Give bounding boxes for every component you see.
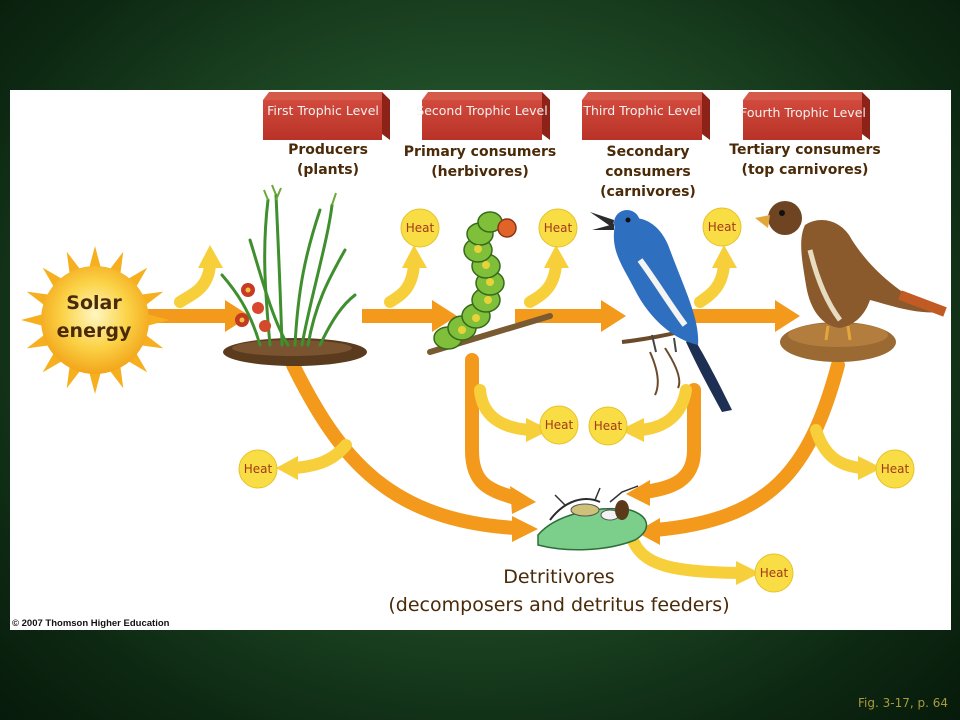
trophic-level-label: Third Trophic Level xyxy=(582,103,700,118)
sun-ray xyxy=(88,369,102,394)
trophic-level-label: Second Trophic Level xyxy=(416,103,547,118)
heat-label: Heat xyxy=(708,220,737,234)
heat-label: Heat xyxy=(594,419,623,433)
arrow-carnivores-to-detritivores xyxy=(638,383,701,499)
heat-circle: Heat xyxy=(588,406,628,446)
trophic-level-box-4: Fourth Trophic Level xyxy=(740,92,870,140)
heat-circle: Heat xyxy=(875,449,915,489)
arrow-carnivores-to-top-carnivores xyxy=(685,309,777,323)
level-name-producers-sub: (plants) xyxy=(297,162,359,178)
figure-caption: Fig. 3-17, p. 64 xyxy=(858,696,948,710)
heat-circle: Heat xyxy=(400,208,440,248)
diagram-panel: First Trophic Level Second Trophic Level… xyxy=(10,90,951,630)
plants-illustration xyxy=(220,184,367,366)
caterpillar-illustration xyxy=(427,211,553,355)
trophic-level-label: First Trophic Level xyxy=(267,103,379,118)
trophic-level-box-2: Second Trophic Level xyxy=(416,92,550,140)
heat-circle: Heat xyxy=(238,449,278,489)
level-name-secondary-sub2: (carnivores) xyxy=(600,184,696,200)
level-name-secondary-sub: consumers xyxy=(605,164,691,180)
copyright-notice: © 2007 Thomson Higher Education xyxy=(12,618,170,629)
sun-ray xyxy=(144,313,169,327)
level-name-primary-sub: (herbivores) xyxy=(431,164,528,180)
flower-icon xyxy=(235,283,271,332)
arrow-producers-to-detritivores xyxy=(286,358,522,535)
heat-label: Heat xyxy=(760,566,789,580)
heat-circle: Heat xyxy=(702,207,742,247)
heat-label: Heat xyxy=(881,462,910,476)
detritus-flow-arrows xyxy=(286,353,845,537)
trophic-level-label: Fourth Trophic Level xyxy=(740,105,866,120)
heat-circle: Heat xyxy=(539,405,579,445)
heat-label: Heat xyxy=(244,462,273,476)
level-name-tertiary-sub: (top carnivores) xyxy=(742,162,869,178)
trophic-level-box-1: First Trophic Level xyxy=(263,92,390,140)
heat-arrows xyxy=(174,259,868,579)
sun-ray xyxy=(21,313,46,327)
sun-ray xyxy=(88,246,102,271)
sun-icon: Solar energy xyxy=(21,246,169,394)
heat-label: Heat xyxy=(545,418,574,432)
level-name-tertiary: Tertiary consumers xyxy=(729,142,880,158)
heat-label: Heat xyxy=(544,221,573,235)
detritus-arrowheads xyxy=(510,480,660,545)
detritivores-illustration xyxy=(537,485,648,551)
arrow-top-carnivores-to-detritivores xyxy=(648,358,845,537)
bird-illustration xyxy=(590,210,732,412)
level-name-primary: Primary consumers xyxy=(404,144,556,160)
arrow-herbivores-to-detritivores xyxy=(465,353,522,505)
detritivores-subtitle: (decomposers and detritus feeders) xyxy=(388,594,729,616)
sun-label: Solar xyxy=(66,292,122,314)
heat-arrowheads xyxy=(198,245,882,585)
trophic-level-box-3: Third Trophic Level xyxy=(582,92,710,140)
detritivores-title: Detritivores xyxy=(503,566,614,588)
heat-circle: Heat xyxy=(538,208,578,248)
heat-label: Heat xyxy=(406,221,435,235)
hawk-illustration xyxy=(755,201,947,362)
heat-circle: Heat xyxy=(754,553,794,593)
level-name-secondary: Secondary xyxy=(607,144,690,160)
sun-label-sub: energy xyxy=(57,320,132,342)
food-chain-diagram: First Trophic Level Second Trophic Level… xyxy=(12,92,947,629)
level-name-producers: Producers xyxy=(288,142,368,158)
arrow-producers-to-herbivores xyxy=(362,309,434,323)
